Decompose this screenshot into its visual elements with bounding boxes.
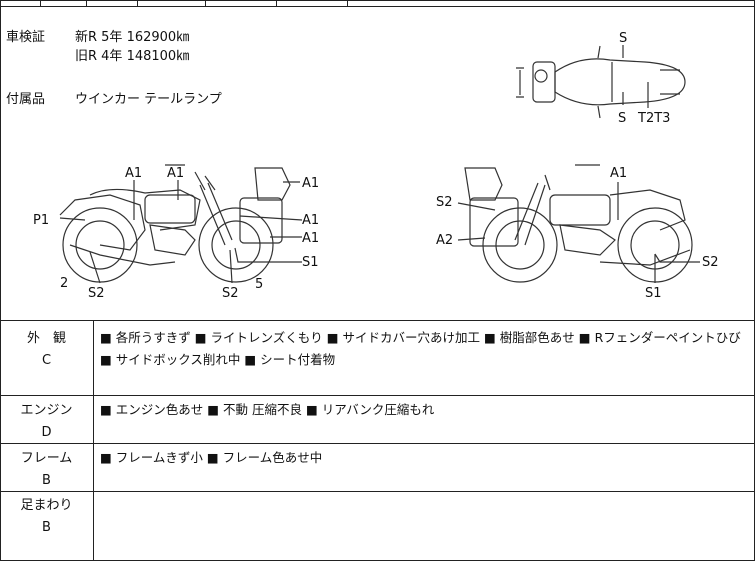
grade-column-divider [93, 320, 94, 561]
label-top-s-upper: S [619, 31, 627, 46]
accessories-value: ウインカー テールランプ [75, 92, 222, 107]
exterior-label: 外 観 [26, 331, 66, 346]
label-left-a1-4: A1 [302, 213, 319, 228]
divider [0, 491, 755, 492]
exterior-conditions: ■ 各所うすきず ■ ライトレンズくもり ■ サイドカバー穴あけ加工 ■ 樹脂部… [100, 330, 741, 367]
accessories-label: 付属品 [6, 92, 46, 107]
divider [0, 443, 755, 444]
label-left-s2-2: S2 [222, 286, 239, 301]
motorcycle-top-view [516, 45, 686, 119]
frame-label: フレーム [20, 451, 73, 466]
frame-conditions: ■ フレームきず小 ■ フレーム色あせ中 [100, 450, 323, 465]
motorcycle-right-view [464, 164, 693, 283]
label-left-5: 5 [255, 277, 263, 292]
inspection-label: 車検証 [6, 30, 46, 45]
motorcycle-diagrams: S S T2T3 A1 A1 A1 A1 A1 P1 S1 2 S2 S2 5 … [33, 31, 719, 301]
engine-label: エンジン [20, 403, 73, 418]
label-right-a2: A2 [436, 233, 453, 248]
divider [0, 395, 755, 396]
exterior-grade: C [41, 353, 52, 368]
label-left-a1-5: A1 [302, 231, 319, 246]
label-left-s1: S1 [302, 255, 319, 270]
label-left-a1-3: A1 [302, 176, 319, 191]
suspension-grade: B [42, 520, 51, 535]
engine-conditions: ■ エンジン色あせ ■ 不動 圧縮不良 ■ リアバンク圧縮もれ [100, 402, 435, 417]
motorcycle-left-view [59, 164, 291, 283]
label-left-p1: P1 [33, 213, 49, 228]
divider [0, 320, 755, 321]
header-cells [0, 0, 755, 7]
suspension-label: 足まわり [20, 498, 73, 513]
label-right-a1: A1 [610, 166, 627, 181]
label-right-s2-2: S2 [702, 255, 719, 270]
label-right-s1: S1 [645, 286, 662, 301]
old-registration: 旧R 4年 148100㎞ [75, 49, 190, 64]
engine-grade: D [41, 425, 52, 440]
label-top-s-lower: S [618, 111, 626, 126]
label-left-a1-2: A1 [167, 166, 184, 181]
label-left-2: 2 [60, 276, 68, 291]
label-left-a1-1: A1 [125, 166, 142, 181]
label-right-s2-1: S2 [436, 195, 453, 210]
frame-grade: B [42, 473, 51, 488]
label-left-s2-1: S2 [88, 286, 105, 301]
label-top-t2t3: T2T3 [637, 111, 670, 126]
new-registration: 新R 5年 162900㎞ [75, 30, 190, 45]
